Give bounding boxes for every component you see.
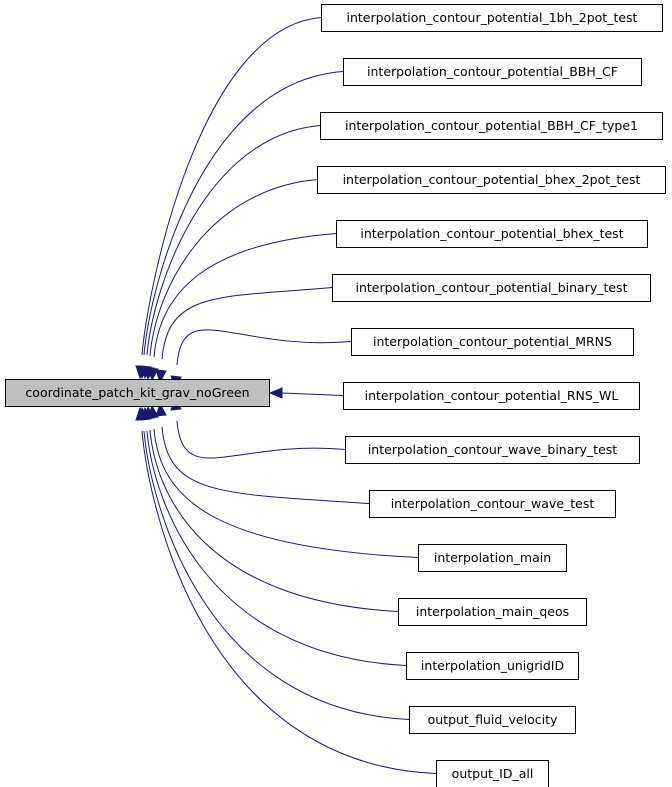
caller-node[interactable]: interpolation_unigridID <box>406 652 579 680</box>
call-edge <box>146 125 321 356</box>
caller-node[interactable]: interpolation_contour_potential_bhex_tes… <box>336 220 648 248</box>
caller-node-label: output_fluid_velocity <box>428 712 558 727</box>
call-edge <box>143 430 410 720</box>
call-edge <box>141 430 437 774</box>
arrowhead <box>155 402 167 417</box>
caller-node-label: interpolation_unigridID <box>421 658 564 673</box>
caller-node[interactable]: interpolation_contour_potential_MRNS <box>351 328 634 356</box>
arrowhead <box>268 387 283 399</box>
caller-node-label: interpolation_contour_wave_test <box>391 496 595 511</box>
call-edge <box>146 430 407 666</box>
caller-node-label: interpolation_contour_potential_bhex_tes… <box>360 226 623 241</box>
root-node[interactable]: coordinate_patch_kit_grav_noGreen <box>5 379 270 407</box>
caller-node[interactable]: interpolation_main <box>418 544 567 572</box>
call-edge <box>176 329 352 366</box>
call-edge <box>153 428 419 558</box>
caller-node-label: interpolation_contour_potential_bhex_2po… <box>343 172 641 187</box>
caller-node-label: interpolation_contour_potential_BBH_CF <box>367 64 618 79</box>
caller-node[interactable]: interpolation_contour_potential_BBH_CF <box>343 58 642 86</box>
caller-node-label: interpolation_contour_wave_binary_test <box>368 442 617 457</box>
call-edge <box>161 287 333 360</box>
caller-node[interactable]: interpolation_contour_potential_BBH_CF_t… <box>320 112 663 140</box>
call-edge <box>281 392 344 396</box>
caller-node-label: interpolation_main_qeos <box>416 604 569 619</box>
caller-node-label: interpolation_contour_potential_1bh_2pot… <box>347 10 638 25</box>
caller-node[interactable]: output_fluid_velocity <box>409 706 576 734</box>
caller-node[interactable]: interpolation_contour_wave_test <box>369 490 616 518</box>
arrowhead <box>135 406 147 421</box>
call-edge <box>176 420 346 459</box>
call-edge <box>161 426 370 504</box>
call-edge <box>143 71 344 356</box>
caller-node-label: interpolation_main <box>434 550 551 565</box>
call-edge <box>149 179 318 357</box>
caller-node[interactable]: output_ID_all <box>436 760 549 787</box>
edges <box>135 17 437 774</box>
caller-node[interactable]: interpolation_main_qeos <box>398 598 587 626</box>
caller-node-label: interpolation_contour_potential_MRNS <box>373 334 612 349</box>
caller-node[interactable]: interpolation_contour_potential_RNS_WL <box>343 382 640 410</box>
arrowhead <box>155 369 167 384</box>
caller-node-label: output_ID_all <box>452 766 534 781</box>
caller-node-label: interpolation_contour_potential_BBH_CF_t… <box>345 118 638 133</box>
caller-node[interactable]: interpolation_contour_wave_binary_test <box>345 436 640 464</box>
caller-node[interactable]: interpolation_contour_potential_binary_t… <box>332 274 651 302</box>
nodes: coordinate_patch_kit_grav_noGreen interp… <box>5 4 666 787</box>
caller-node[interactable]: interpolation_contour_potential_bhex_2po… <box>317 166 666 194</box>
call-edge <box>141 17 322 356</box>
root-node-label: coordinate_patch_kit_grav_noGreen <box>25 385 249 400</box>
call-edge <box>153 233 337 358</box>
caller-node[interactable]: interpolation_contour_potential_1bh_2pot… <box>321 4 663 32</box>
caller-node-label: interpolation_contour_potential_RNS_WL <box>365 388 619 403</box>
caller-node-label: interpolation_contour_potential_binary_t… <box>356 280 628 295</box>
call-edge <box>149 429 399 612</box>
arrowhead <box>147 367 159 382</box>
